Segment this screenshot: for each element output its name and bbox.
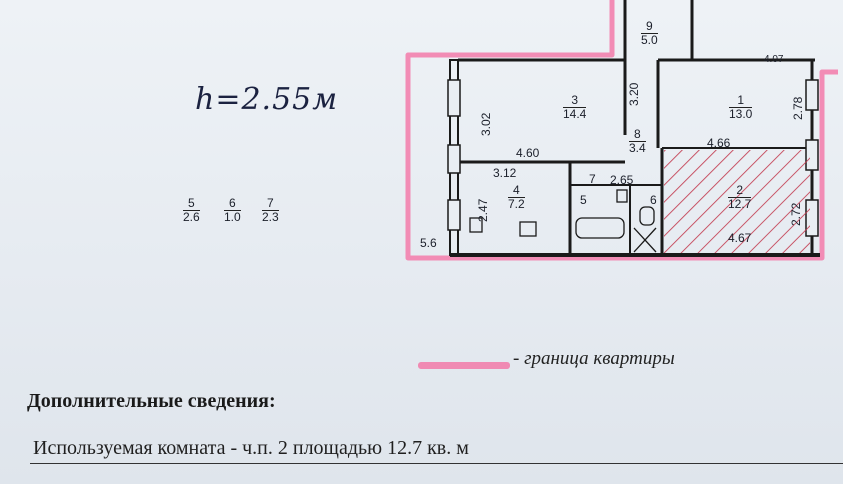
dim-2-78: 2.78 [791,96,805,120]
dim-2-47: 2.47 [476,198,490,222]
dim-5-6: 5.6 [420,236,437,250]
apartment-boundary [405,0,838,261]
windows [447,79,819,237]
space-7-label: 7 [589,172,596,186]
dim-4-60: 4.60 [516,146,540,160]
room-2-hatch [664,150,810,253]
dim-4-67: 4.67 [728,231,752,245]
section-title: Дополнительные сведения: [27,390,276,412]
walls [449,0,820,257]
dim-3-20: 3.20 [627,82,641,106]
info-line: Используемая комната - ч.п. 2 площадью 1… [33,437,469,459]
ceiling-height-note: h=2.55м [195,82,339,117]
legend-swatch [418,362,510,369]
info-underline [30,463,843,464]
space-5-label: 5 [580,193,587,207]
dim-3-12: 3.12 [493,166,517,180]
dim-2-72: 2.72 [789,202,803,226]
legend-text: - граница квартиры [513,348,675,369]
dim-4-07: 4.07 [764,54,784,65]
dim-3-02: 3.02 [479,112,493,136]
fixtures [469,189,657,253]
space-6-label: 6 [650,193,657,207]
dim-2-65: 2.65 [610,173,634,187]
dim-4-66: 4.66 [707,136,731,150]
